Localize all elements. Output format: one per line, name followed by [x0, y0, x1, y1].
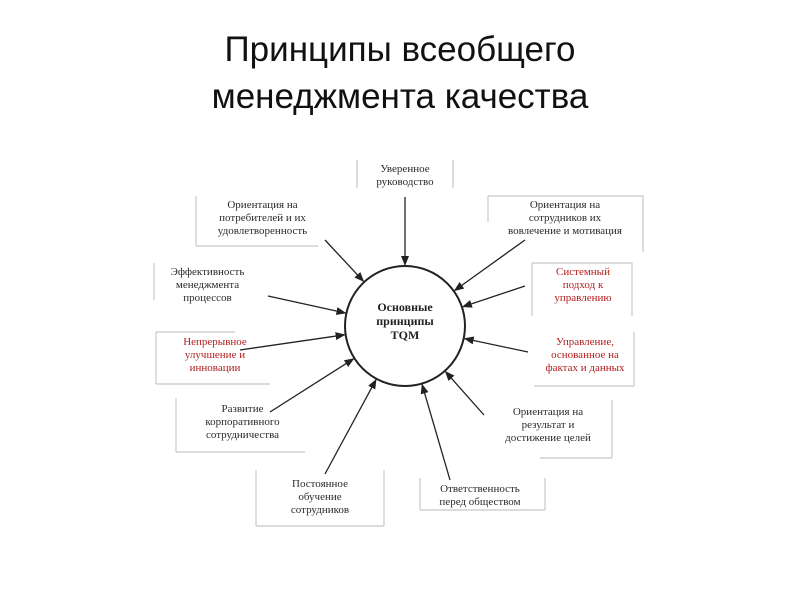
principle-node-line: Ориентация на	[227, 199, 298, 211]
principle-node-line: удовлетворенность	[217, 225, 308, 237]
node-frame	[419, 478, 546, 511]
node-frame	[356, 160, 454, 188]
principle-node-line: управлению	[554, 292, 612, 304]
node-frame	[534, 332, 635, 387]
node-frame	[540, 400, 613, 459]
principle-node-line: фактах и данных	[545, 362, 625, 374]
principle-node-line: результат и	[521, 419, 575, 431]
node-frame	[255, 470, 385, 527]
principle-node-line: улучшение и	[184, 349, 246, 361]
principle-node-line: Развитие	[221, 403, 264, 415]
principle-node-line: менеджмента	[175, 279, 240, 291]
principle-node-line: Системный	[556, 266, 610, 278]
center-label: Основные принципы TQM	[350, 300, 460, 342]
principle-node-line: потребителей и их	[219, 212, 306, 224]
arrow	[444, 370, 485, 416]
principle-node-line: Ориентация на	[512, 406, 584, 418]
principle-node-line: Управление,	[556, 336, 614, 348]
arrow	[269, 358, 355, 413]
principle-node-line: Постоянное	[292, 478, 348, 490]
slide-title: Принципы всеобщего менеджмента качества	[0, 26, 800, 120]
center-label-line-2: принципы	[376, 314, 434, 328]
node-frame	[195, 196, 318, 247]
principle-node-line: процессов	[183, 292, 232, 304]
principle-node-line: сотрудничества	[205, 429, 280, 441]
slide-title-line-1: Принципы всеобщего	[224, 30, 576, 69]
node-frame	[175, 398, 305, 453]
center-circle	[344, 265, 466, 387]
arrow	[453, 239, 526, 292]
node-frames	[153, 160, 644, 527]
arrows	[239, 197, 529, 481]
arrow	[239, 332, 346, 351]
center-label-line-1: Основные	[377, 300, 433, 314]
arrow	[420, 383, 451, 481]
node-frame	[155, 331, 270, 385]
arrow	[461, 285, 526, 308]
arrow	[324, 239, 365, 283]
principle-node-line: сотрудников их	[528, 212, 602, 224]
principle-node-line: руководство	[376, 176, 434, 188]
node-frame	[531, 262, 633, 316]
principle-node-line: Ориентация на	[529, 199, 601, 211]
principle-node-line: вовлечение и мотивация	[508, 225, 622, 237]
principle-node-line: корпоративного	[205, 416, 280, 428]
principle-node-line: Уверенное	[380, 163, 430, 175]
slide-title-line-2: менеджмента качества	[211, 77, 589, 116]
principle-node-line: Ответственность	[440, 483, 520, 495]
principle-node-line: Эффективность	[170, 266, 245, 278]
principle-node-line: перед обществом	[439, 496, 521, 508]
principle-node-line: обучение	[298, 491, 342, 503]
arrow	[463, 336, 529, 353]
center-label-line-3: TQM	[390, 328, 420, 342]
principle-node-line: основанное на	[551, 349, 619, 361]
principle-node-line: Непрерывное	[183, 336, 247, 348]
node-frame	[487, 195, 644, 252]
principle-node-line: инновации	[189, 362, 241, 374]
arrow	[267, 295, 347, 315]
arrow	[324, 378, 377, 475]
principle-node-line: подход к	[562, 279, 604, 291]
principle-node-line: сотрудников	[290, 504, 350, 516]
principle-node-line: достижение целей	[505, 432, 591, 444]
